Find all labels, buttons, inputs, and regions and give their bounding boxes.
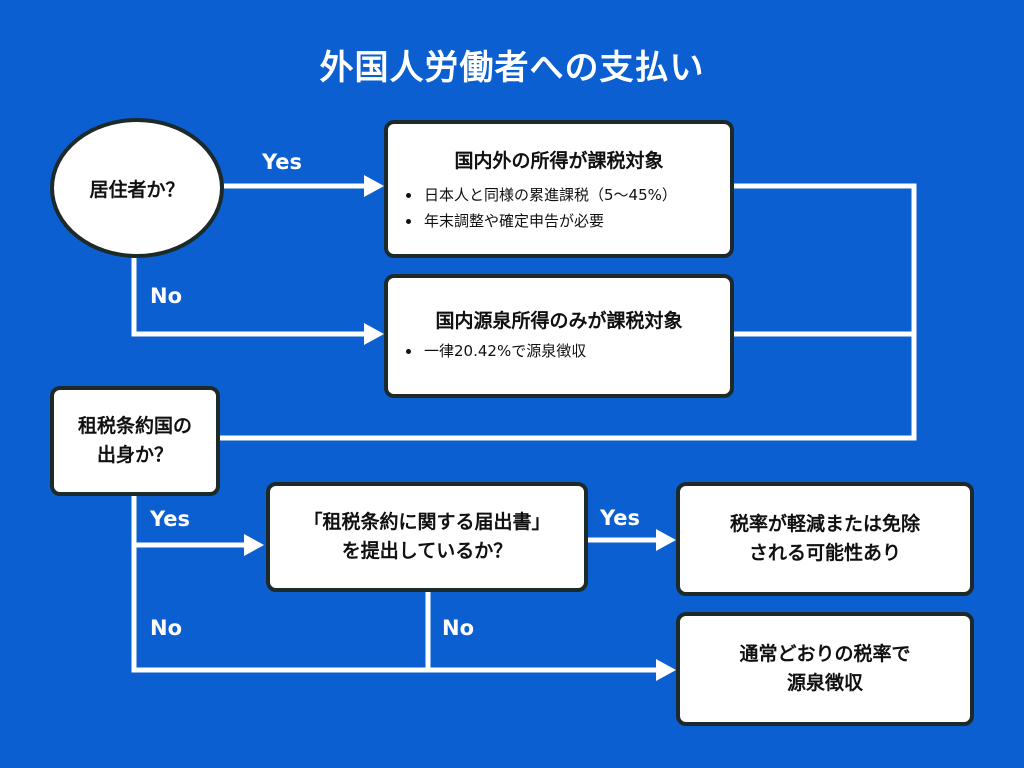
arrowhead-normal	[656, 659, 676, 681]
bullet-item: 年末調整や確定申告が必要	[422, 209, 730, 235]
treaty-form-question-node: 「租税条約に関する届出書」 を提出しているか？	[266, 482, 588, 592]
connector-treaty-no	[131, 545, 656, 673]
normal-withholding-result-box: 通常どおりの税率で 源泉徴収	[676, 612, 974, 726]
reduced-rate-result-box: 税率が軽減または免除 される可能性あり	[676, 482, 974, 596]
normal-withholding-line2: 源泉徴収	[786, 672, 863, 694]
reduced-rate-line2: される可能性あり	[748, 542, 901, 564]
arrowhead-reduced	[656, 529, 676, 551]
label-form-no: No	[442, 616, 475, 640]
page-title: 外国人労働者への支払い	[319, 48, 705, 88]
domestic-source-income-bullets: 一律20.42%で源泉徴収	[388, 339, 730, 365]
label-treaty-yes: Yes	[150, 507, 191, 531]
worldwide-income-bullets: 日本人と同様の累進課税（5〜45%） 年末調整や確定申告が必要	[388, 183, 730, 234]
arrowhead-box1	[364, 175, 384, 197]
treaty-question-line1: 租税条約国の	[77, 414, 192, 437]
worldwide-income-title: 国内外の所得が課税対象	[454, 150, 664, 172]
worldwide-income-box: 国内外の所得が課税対象 日本人と同様の累進課税（5〜45%） 年末調整や確定申告…	[384, 120, 734, 258]
domestic-source-income-title: 国内源泉所得のみが課税対象	[435, 310, 683, 332]
label-treaty-no: No	[150, 616, 183, 640]
connector-resident-no	[131, 258, 368, 337]
normal-withholding-line1: 通常どおりの税率で	[739, 642, 911, 665]
arrowhead-box2	[364, 323, 384, 345]
treaty-question-line2: 出身か？	[96, 444, 173, 466]
reduced-rate-line1: 税率が軽減または免除	[729, 512, 920, 535]
form-question-line1: 「租税条約に関する届出書」	[303, 510, 551, 533]
treaty-country-question-node: 租税条約国の 出身か？	[50, 386, 220, 496]
resident-question-text: 居住者か？	[89, 178, 185, 201]
domestic-source-income-box: 国内源泉所得のみが課税対象 一律20.42%で源泉徴収	[384, 274, 734, 398]
label-resident-yes: Yes	[262, 150, 303, 174]
label-resident-no: No	[150, 284, 183, 308]
resident-question-node: 居住者か？	[50, 118, 224, 258]
arrowhead-form	[244, 534, 264, 556]
label-form-yes: Yes	[600, 506, 641, 530]
bullet-item: 一律20.42%で源泉徴収	[422, 339, 730, 365]
connector-box1-to-treaty	[218, 183, 917, 441]
bullet-item: 日本人と同様の累進課税（5〜45%）	[422, 183, 730, 209]
form-question-line2: を提出しているか？	[341, 540, 513, 562]
